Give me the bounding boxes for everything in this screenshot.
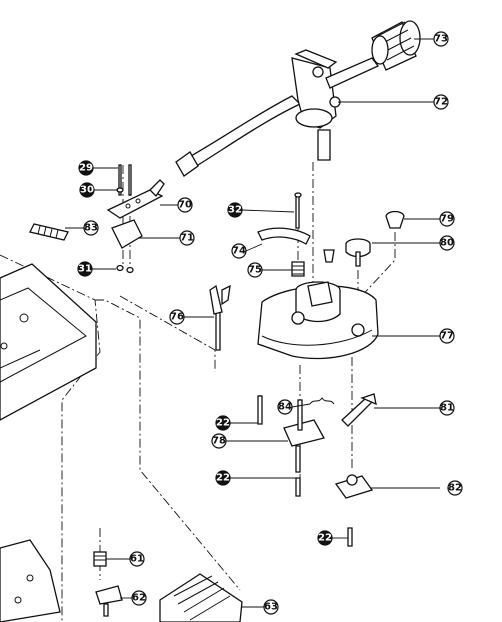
callout-76: 76 bbox=[169, 309, 185, 325]
turntable-plinth bbox=[0, 263, 97, 421]
callout-82: 82 bbox=[447, 480, 463, 496]
svg-text:77: 77 bbox=[440, 331, 454, 342]
callout-78: 78 bbox=[211, 433, 227, 449]
svg-text:79: 79 bbox=[440, 214, 454, 225]
tonearm-assembly bbox=[175, 49, 380, 177]
callout-29: 29 bbox=[78, 160, 94, 176]
callout-80: 80 bbox=[439, 235, 455, 251]
svg-text:75: 75 bbox=[248, 265, 262, 276]
callout-63: 63 bbox=[263, 599, 279, 615]
svg-text:31: 31 bbox=[78, 264, 92, 275]
callout-71: 71 bbox=[179, 230, 195, 246]
callout-81: 81 bbox=[439, 400, 455, 416]
svg-text:81: 81 bbox=[440, 403, 454, 414]
svg-text:72: 72 bbox=[434, 97, 448, 108]
headshell-assembly bbox=[29, 164, 165, 274]
svg-text:83: 83 bbox=[84, 223, 98, 234]
svg-text:62: 62 bbox=[132, 593, 146, 604]
svg-text:22: 22 bbox=[318, 533, 332, 544]
counterweight bbox=[371, 20, 421, 71]
svg-text:82: 82 bbox=[448, 483, 462, 494]
svg-text:22: 22 bbox=[216, 418, 230, 429]
callout-61: 61 bbox=[129, 551, 145, 567]
svg-text:30: 30 bbox=[80, 185, 94, 196]
arm-rest-post bbox=[209, 284, 231, 351]
callout-22-c: 22 bbox=[317, 530, 333, 546]
callout-22-b: 22 bbox=[215, 470, 231, 486]
lift-mechanism bbox=[257, 393, 377, 547]
arm-lift-parts bbox=[257, 192, 405, 277]
callout-79: 79 bbox=[439, 211, 455, 227]
callouts: 73 72 29 30 70 83 71 32 bbox=[77, 31, 463, 615]
callout-22-a: 22 bbox=[215, 415, 231, 431]
arm-base bbox=[257, 281, 379, 360]
callout-32: 32 bbox=[227, 202, 243, 218]
svg-text:63: 63 bbox=[264, 602, 278, 613]
callout-70: 70 bbox=[177, 197, 193, 213]
callout-73: 73 bbox=[433, 31, 449, 47]
leader-lines bbox=[65, 38, 440, 608]
svg-text:32: 32 bbox=[228, 205, 242, 216]
callout-75: 75 bbox=[247, 262, 263, 278]
callout-77: 77 bbox=[439, 328, 455, 344]
callout-72: 72 bbox=[433, 94, 449, 110]
svg-text:61: 61 bbox=[130, 554, 144, 565]
svg-text:76: 76 bbox=[170, 312, 184, 323]
callout-83: 83 bbox=[83, 220, 99, 236]
svg-text:84: 84 bbox=[278, 402, 292, 413]
svg-text:22: 22 bbox=[216, 473, 230, 484]
svg-text:70: 70 bbox=[178, 200, 192, 211]
svg-text:29: 29 bbox=[79, 163, 93, 174]
callout-30: 30 bbox=[79, 182, 95, 198]
svg-text:71: 71 bbox=[180, 233, 194, 244]
bottom-parts bbox=[0, 539, 243, 622]
svg-text:78: 78 bbox=[212, 436, 226, 447]
svg-text:80: 80 bbox=[440, 238, 454, 249]
callout-31: 31 bbox=[77, 261, 93, 277]
callout-62: 62 bbox=[131, 590, 147, 606]
callout-84: 84 bbox=[277, 399, 293, 415]
svg-text:73: 73 bbox=[434, 34, 448, 45]
callout-74: 74 bbox=[231, 243, 247, 259]
svg-text:74: 74 bbox=[232, 246, 246, 257]
